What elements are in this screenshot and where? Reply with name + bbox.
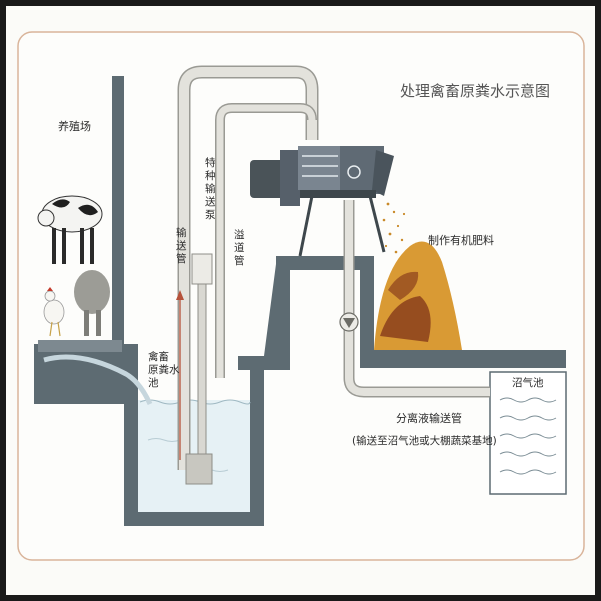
label-overflow-pipe: 溢道管 <box>234 228 245 267</box>
ground-mid-ledge <box>238 356 290 370</box>
label-pit: 禽畜原粪水池 <box>148 350 180 389</box>
biogas-wave-4 <box>499 451 557 457</box>
separator-logo <box>347 165 361 179</box>
farm-wall <box>112 76 124 366</box>
pig-illustration <box>74 270 110 336</box>
separator-screw-housing <box>298 146 342 190</box>
pit-right-wall <box>250 356 264 526</box>
delivery-flow-arrow <box>176 290 184 300</box>
label-pump: 特种输送泵 <box>205 157 216 221</box>
manure-flow-channel <box>43 354 153 406</box>
biogas-wave-1 <box>499 397 557 403</box>
pump-body <box>191 253 213 285</box>
fertilizer-platform-floor <box>360 350 566 368</box>
valve-indicator <box>343 318 355 328</box>
label-separation-pipe: 分离液输送管 <box>396 411 462 425</box>
separator-motor <box>250 160 284 198</box>
pump-shaft <box>197 283 207 455</box>
pump-base <box>185 453 213 485</box>
ground-upper-ledge <box>276 256 372 270</box>
label-farm: 养殖场 <box>58 119 91 133</box>
cow-illustration <box>37 195 103 264</box>
fertilizer-pile-shadow-2 <box>388 271 419 300</box>
slatted-floor <box>38 340 122 352</box>
falling-solids <box>382 202 406 254</box>
separator-gearbox <box>280 150 300 206</box>
diagram-title: 处理禽畜原粪水示意图 <box>400 82 550 100</box>
pit-floor <box>124 512 264 526</box>
label-biogas: 沼气池 <box>512 376 544 389</box>
chicken-illustration <box>43 287 65 337</box>
fertilizer-platform-wall <box>360 256 374 368</box>
pit-water-wave-1 <box>147 438 181 442</box>
biogas-wave-3 <box>499 433 557 439</box>
fertilizer-pile-shadow-1 <box>380 296 431 342</box>
ground-step-riser <box>276 256 290 370</box>
separator-outlet <box>372 150 394 196</box>
label-fertilizer: 制作有机肥料 <box>428 233 494 247</box>
biogas-wave-2 <box>499 415 557 421</box>
biogas-tank <box>489 371 567 495</box>
pit-left-wall <box>124 344 138 524</box>
label-delivery-pipe: 输送管 <box>176 226 187 265</box>
delivery-pipe-inner <box>179 67 317 470</box>
ground-step <box>264 264 290 370</box>
biogas-wave-5 <box>499 469 557 475</box>
separator-leg-left <box>298 195 314 257</box>
separator-screw <box>302 155 338 177</box>
farm-floor <box>34 344 126 404</box>
separation-pipe-inner <box>345 200 490 396</box>
label-separation-note: (输送至沼气池或大棚蔬菜基地) <box>352 434 497 447</box>
separator-legs <box>300 190 376 198</box>
separator-leg-right <box>368 195 386 253</box>
overflow-pipe-inner <box>216 104 316 378</box>
